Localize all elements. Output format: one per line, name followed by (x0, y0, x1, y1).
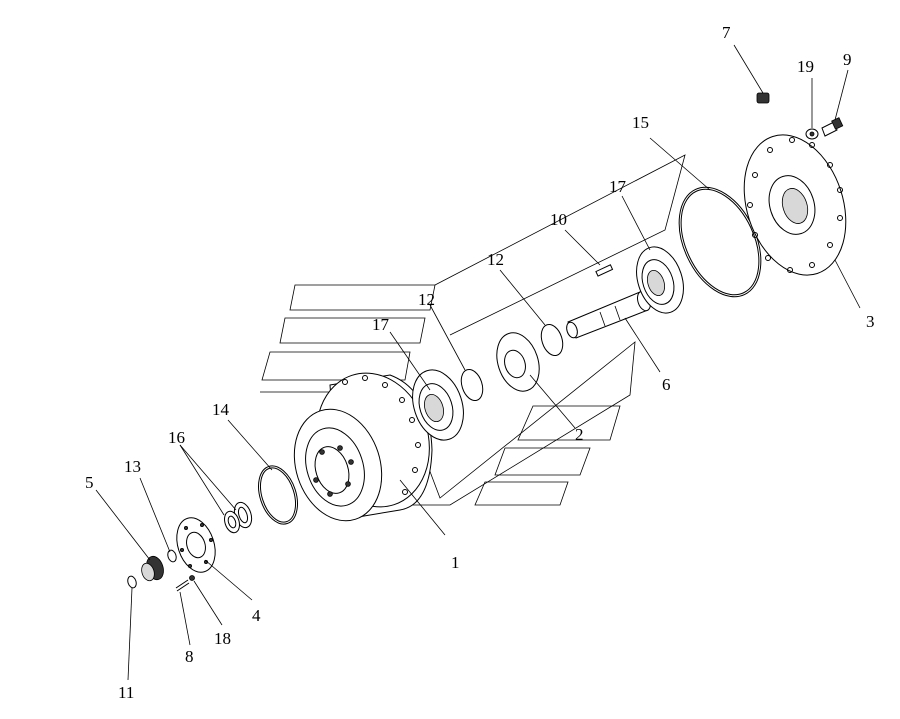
label-8: 8 (185, 647, 194, 666)
watermark-bar-6 (474, 481, 569, 506)
part-number-labels: 7 19 9 15 17 10 12 12 17 3 6 2 14 16 13 … (85, 23, 875, 702)
label-12-left: 12 (418, 290, 435, 309)
leader-lines (95, 44, 861, 681)
label-11: 11 (118, 683, 134, 702)
part-1-housing (293, 372, 446, 536)
part-12-snap-ring-left (460, 368, 484, 402)
part-8-bolt (175, 579, 190, 592)
part-6-shaft (566, 290, 651, 339)
label-15: 15 (632, 113, 649, 132)
part-12-snap-ring-right (540, 323, 564, 357)
label-17-left: 17 (372, 315, 390, 334)
label-19: 19 (797, 57, 814, 76)
part-18-washer (189, 575, 195, 581)
part-17-bearing-right (636, 246, 684, 314)
watermark-bar-4 (517, 405, 621, 441)
part-17-bearing-left (412, 369, 464, 441)
label-7: 7 (722, 23, 731, 42)
label-6: 6 (662, 375, 671, 394)
label-10: 10 (550, 210, 567, 229)
label-5: 5 (85, 473, 94, 492)
label-16: 16 (168, 428, 185, 447)
watermark-bar-2 (279, 317, 426, 344)
part-11-snap-ring (127, 575, 137, 589)
label-18: 18 (214, 629, 231, 648)
part-16-seals (224, 501, 253, 534)
watermark-logo (260, 154, 686, 506)
label-2: 2 (575, 425, 584, 444)
watermark-bar-1 (289, 284, 436, 311)
watermark-chevron-top (434, 154, 686, 336)
label-12-right: 12 (487, 250, 504, 269)
part-13-ring (167, 549, 177, 563)
label-17-right: 17 (609, 177, 627, 196)
part-9-bolt (821, 117, 844, 137)
part-3-flange (743, 134, 847, 276)
label-4: 4 (252, 606, 261, 625)
label-9: 9 (843, 50, 852, 69)
part-10-key (595, 264, 614, 277)
part-2-gear-ring (496, 332, 540, 392)
watermark-bar-3 (261, 351, 411, 381)
label-3: 3 (866, 312, 875, 331)
part-5-gear (141, 555, 164, 582)
label-1: 1 (451, 553, 460, 572)
label-13: 13 (124, 457, 141, 476)
part-7-plug (756, 92, 770, 104)
label-14: 14 (212, 400, 230, 419)
watermark-bar-5 (494, 447, 591, 476)
